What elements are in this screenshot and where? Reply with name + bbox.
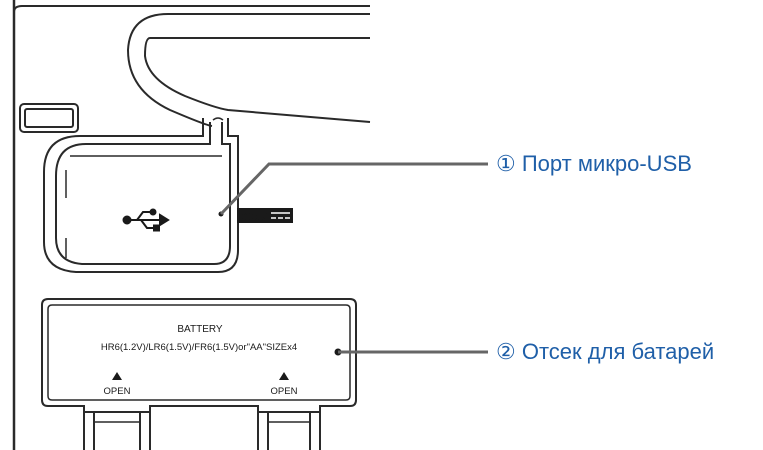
callout-usb-text: Порт микро-USB: [521, 151, 692, 176]
triangle-up-icon: [112, 372, 122, 380]
side-slot: [19, 103, 79, 133]
dc5v-label: DC5V: [240, 212, 267, 223]
battery-spec: HR6(1.2V)/LR6(1.5V)/FR6(1.5V)or"AA"SIZEx…: [101, 342, 297, 353]
callout-battery-text: Отсек для батарей: [521, 339, 715, 364]
battery-compartment: [41, 298, 357, 450]
usb-leader: [219, 162, 488, 216]
usb-icon: [122, 208, 170, 232]
callout-usb-marker: ①: [496, 151, 516, 176]
triangle-up-icon: [279, 372, 289, 380]
handle-loop: [126, 13, 371, 127]
callout-battery-marker: ②: [496, 339, 516, 364]
usb-port-cover: [43, 117, 239, 273]
callout-usb-port: ① Порт микро-USB: [496, 153, 692, 175]
dc5v-badge: DC5V: [237, 208, 293, 223]
device-top-edge: [13, 5, 370, 13]
callout-battery-compartment: ② Отсек для батарей: [496, 341, 714, 363]
open-right-label: OPEN: [271, 386, 298, 397]
battery-leader: [334, 348, 488, 356]
open-left-label: OPEN: [104, 386, 131, 397]
battery-title: BATTERY: [177, 324, 223, 335]
